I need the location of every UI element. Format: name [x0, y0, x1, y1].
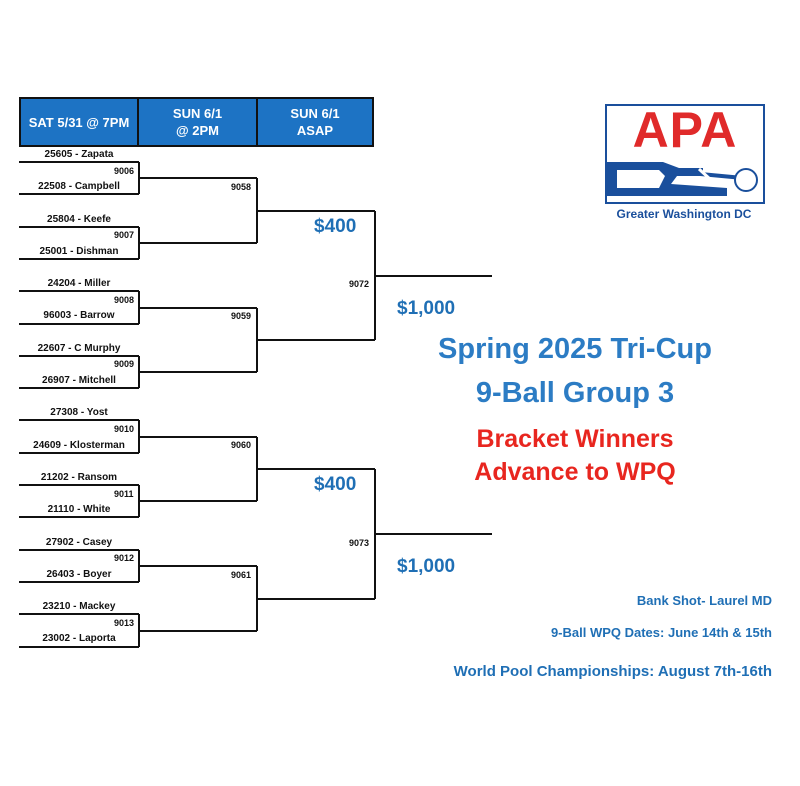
player-slot: 23210 - Mackey [42, 601, 116, 612]
player-slot: 21110 - White [47, 504, 111, 515]
championships-text: World Pool Championships: August 7th-16t… [453, 663, 772, 680]
venue-text: Bank Shot- Laurel MD [636, 593, 772, 608]
player-slot: 24609 - Klosterman [33, 440, 125, 451]
round1-header: SAT 5/31 @ 7PM [19, 97, 139, 147]
player-slot: 27902 - Casey [45, 537, 113, 548]
player-slot: 25804 - Keefe [47, 214, 111, 225]
match-number: 9073 [349, 538, 370, 548]
match-number: 9010 [114, 424, 135, 434]
title-line-4: Advance to WPQ [474, 458, 676, 486]
prize-semi-bottom: $400 [314, 474, 357, 495]
player-slot: 26907 - Mitchell [42, 375, 116, 386]
player-slot: 26403 - Boyer [46, 569, 112, 580]
title-line-2: 9-Ball Group 3 [475, 377, 675, 409]
player-slot: 23002 - Laporta [42, 633, 116, 644]
match-number: 9009 [114, 359, 135, 369]
prize-final-bottom: $1,000 [397, 556, 456, 577]
title-line-1: Spring 2025 Tri-Cup [438, 333, 712, 365]
match-number: 9007 [114, 230, 135, 240]
player-slot: 25001 - Dishman [39, 246, 119, 257]
match-number: 9060 [231, 440, 252, 450]
player-slot: 24204 - Miller [47, 278, 111, 289]
apa-logo-letters: APA [632, 104, 738, 158]
match-number: 9008 [114, 295, 135, 305]
player-slot: 22508 - Campbell [38, 181, 120, 192]
player-slot: 27308 - Yost [50, 407, 108, 418]
match-number: 9006 [114, 166, 135, 176]
match-number: 9061 [231, 570, 252, 580]
player-slot: 25605 - Zapata [44, 149, 114, 160]
apa-logo: APA Greater Washington DC [601, 104, 767, 224]
match-number: 9012 [114, 553, 135, 563]
match-number: 9011 [114, 489, 134, 499]
player-slot: 21202 - Ransom [40, 472, 118, 483]
apa-logo-box: APA [605, 104, 765, 204]
title-line-3: Bracket Winners [476, 425, 674, 453]
round2-header: SUN 6/1@ 2PM [137, 97, 258, 147]
match-number: 9059 [231, 311, 252, 321]
player-slot: 96003 - Barrow [43, 310, 115, 321]
match-number: 9013 [114, 618, 135, 628]
billiard-cue-icon [607, 162, 758, 196]
logo-caption: Greater Washington DC [616, 207, 752, 221]
match-number: 9058 [231, 182, 252, 192]
prize-final-top: $1,000 [397, 298, 456, 319]
player-slot: 22607 - C Murphy [37, 343, 121, 354]
prize-semi-top: $400 [314, 216, 357, 237]
wpq-dates-text: 9-Ball WPQ Dates: June 14th & 15th [550, 625, 772, 640]
match-number: 9072 [349, 279, 370, 289]
